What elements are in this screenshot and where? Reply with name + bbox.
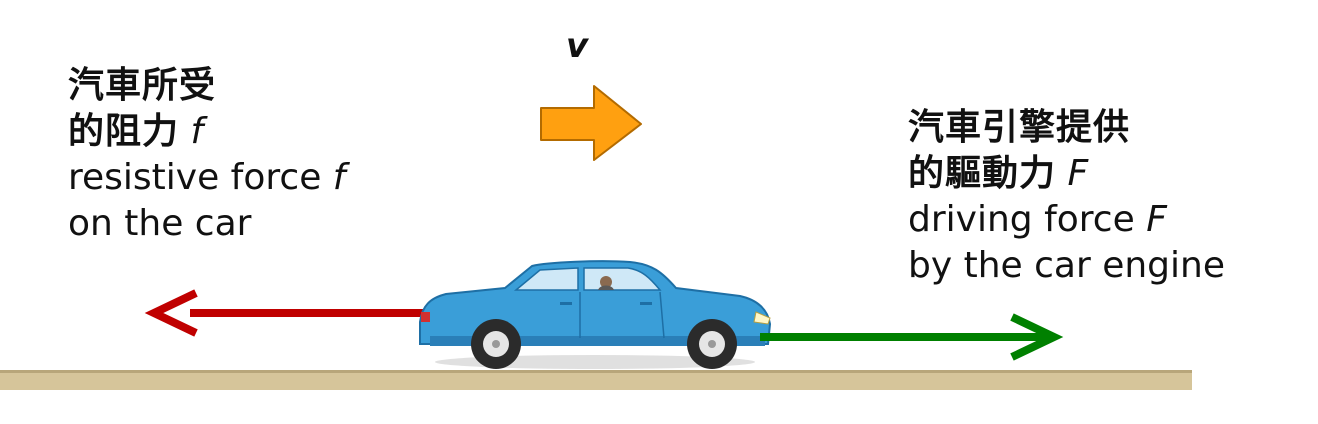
resistive-force-en-line1-row: resistive force f [68, 155, 345, 201]
car [419, 260, 772, 369]
velocity-arrow [540, 85, 642, 161]
resistive-force-en-line1: resistive force [68, 157, 322, 198]
driving-force-en-line2: by the car engine [908, 245, 1226, 286]
driving-force-en-line1-row: driving force F [908, 197, 1225, 243]
driving-force-zh-line2-row: 的驅動力 F [908, 150, 1225, 197]
resistive-force-arrow [144, 289, 446, 337]
resistive-force-en-line2: on the car [68, 203, 252, 244]
resistive-force-zh-line2: 的阻力 [68, 110, 180, 152]
driving-force-label: 汽車引擎提供 的驅動力 F driving force F by the car… [908, 104, 1225, 289]
driving-force-arrow [760, 313, 1064, 361]
resistive-force-label: 汽車所受 的阻力 f resistive force f on the car [68, 62, 345, 247]
resistive-force-zh-line1: 汽車所受 [68, 64, 217, 106]
driving-force-zh-line2: 的驅動力 [908, 152, 1057, 194]
driving-force-en-line1: driving force [908, 199, 1135, 240]
velocity-symbol: v [566, 26, 589, 66]
resistive-force-symbol-zh: f [190, 111, 204, 152]
resistive-force-zh-line2-row: 的阻力 f [68, 108, 345, 155]
driving-force-symbol-en: F [1146, 199, 1167, 240]
resistive-force-symbol-en: f [332, 157, 346, 198]
driving-force-zh-line1: 汽車引擎提供 [908, 106, 1131, 148]
ground [0, 370, 1192, 390]
driving-force-symbol-zh: F [1067, 153, 1089, 194]
